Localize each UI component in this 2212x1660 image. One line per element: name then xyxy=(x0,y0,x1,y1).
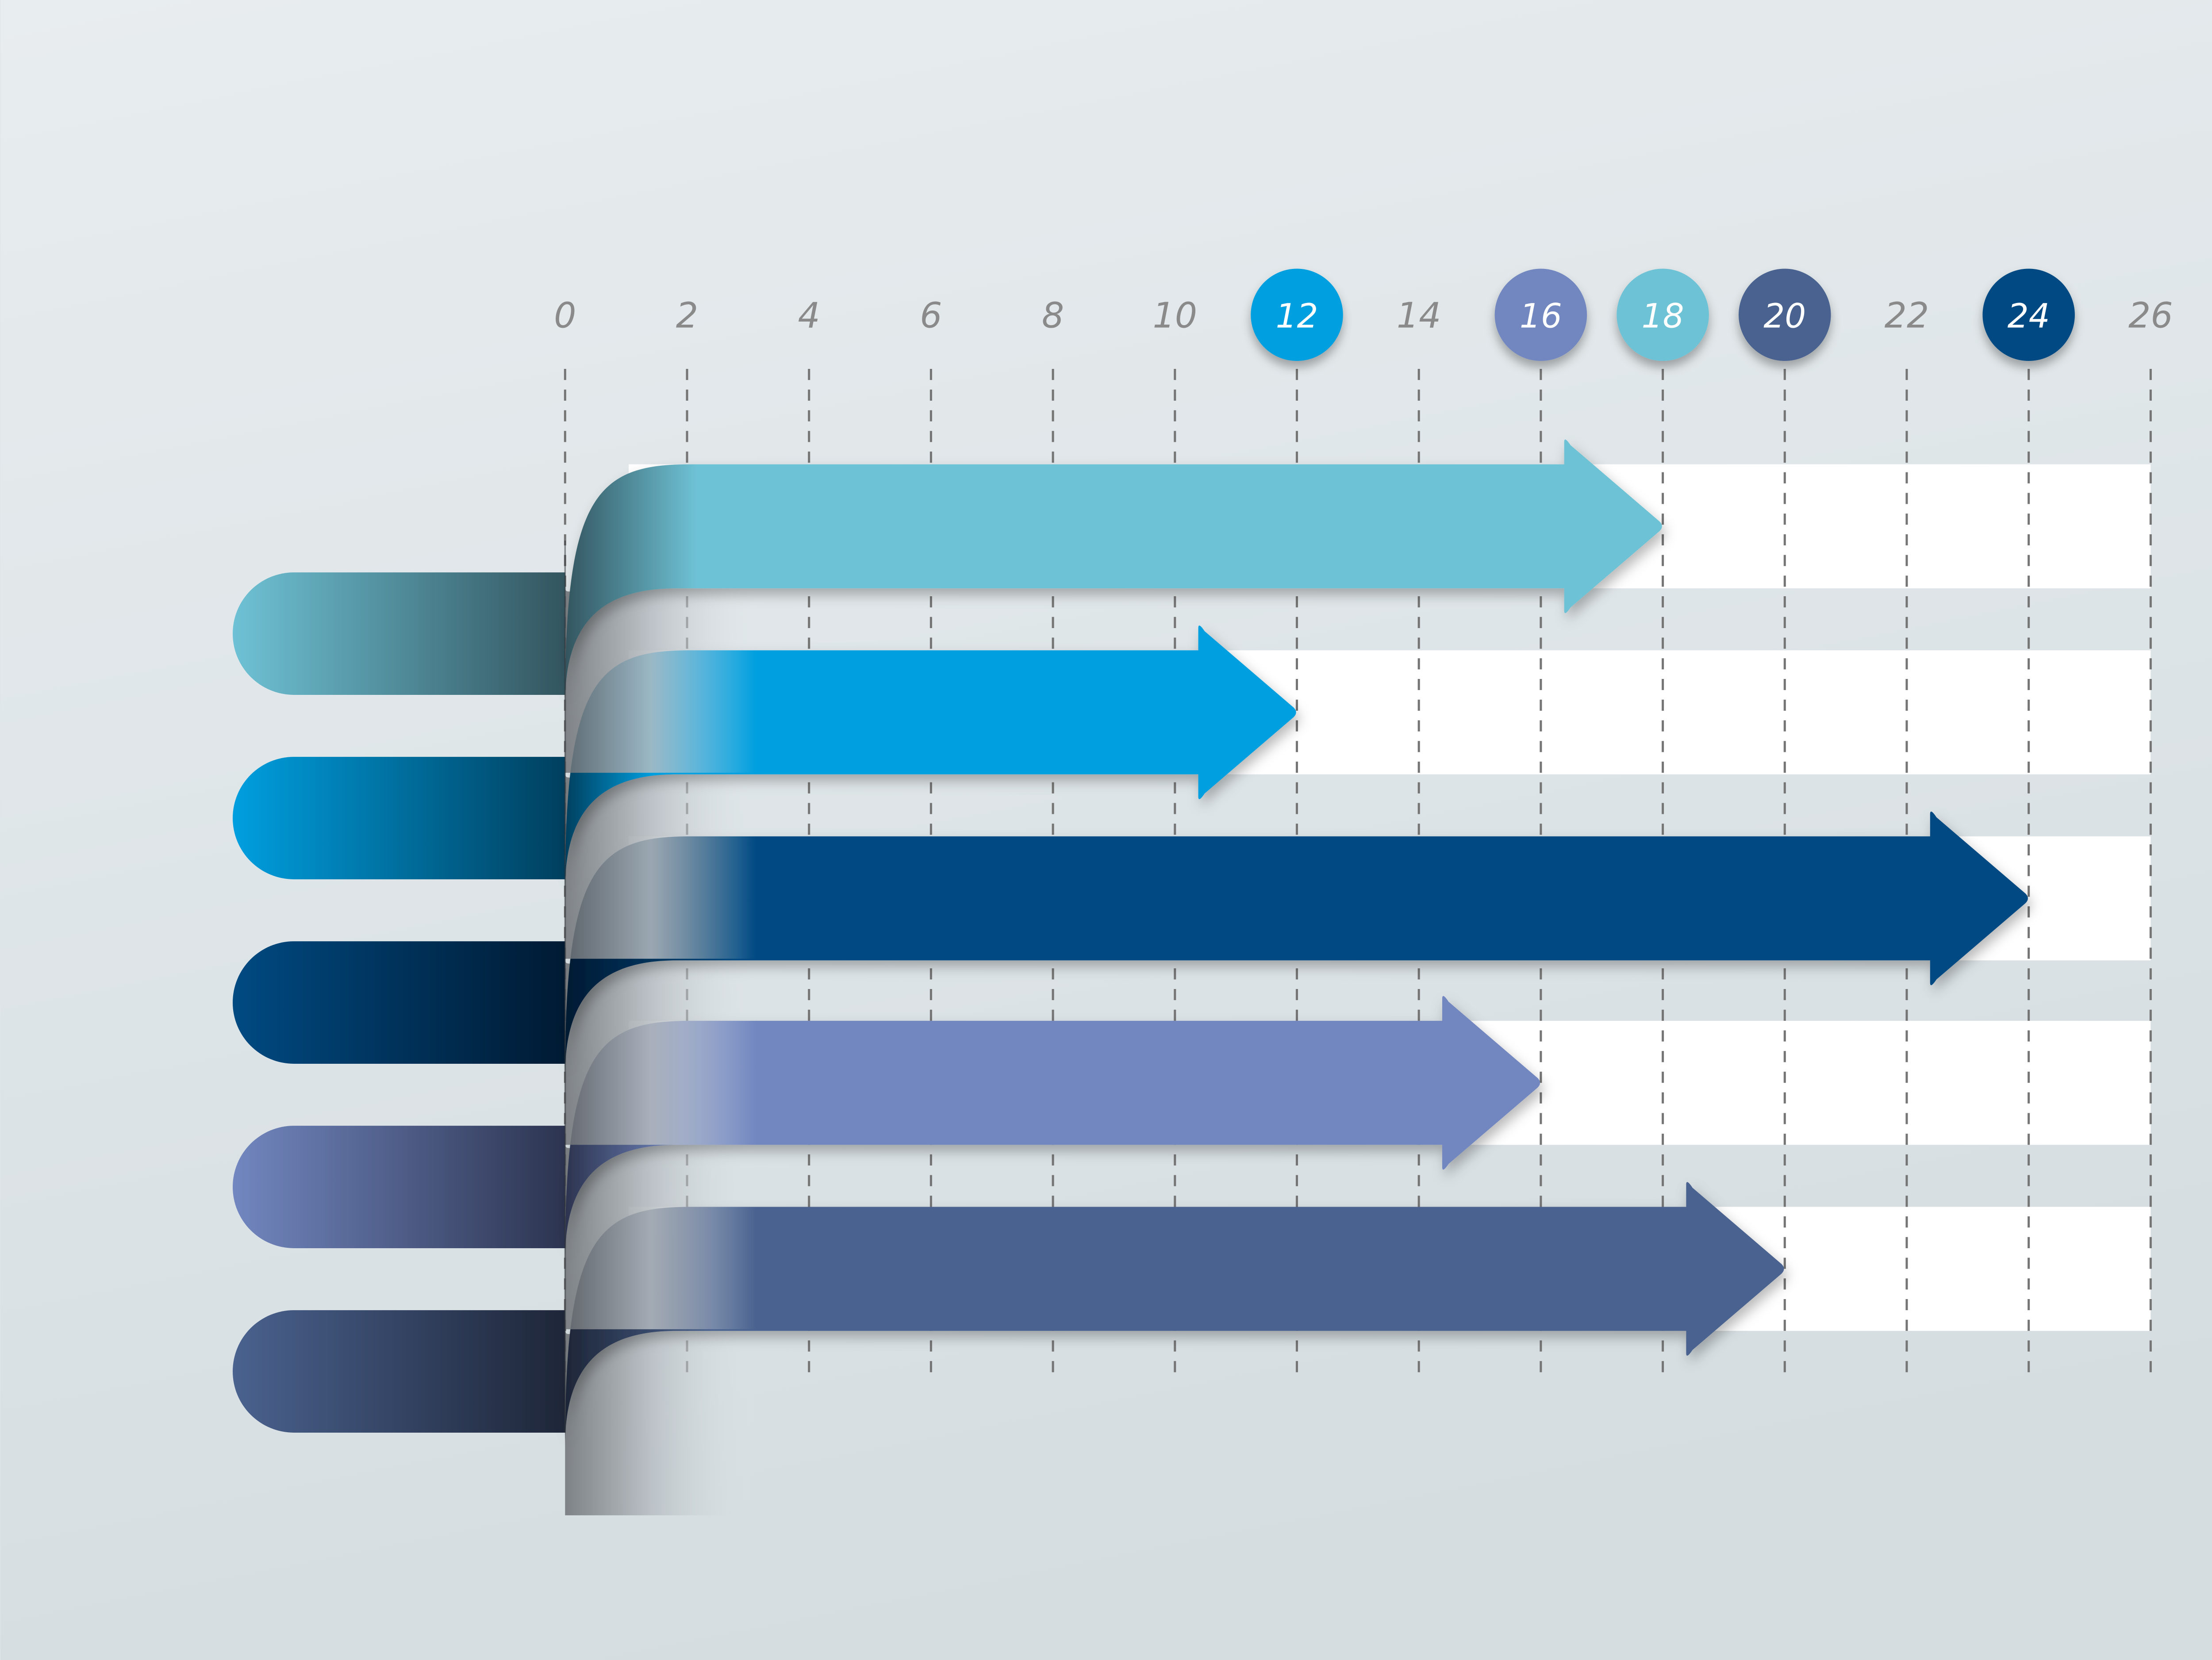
badge-label: 18 xyxy=(1642,297,1684,336)
badge-label: 12 xyxy=(1275,297,1318,336)
value-badge: 20 xyxy=(1739,268,1831,361)
category-tab xyxy=(233,572,565,695)
category-tab xyxy=(233,941,565,1064)
category-tabs xyxy=(233,572,565,1433)
fold-shade xyxy=(565,1330,756,1515)
arrow-bars xyxy=(564,439,2028,1515)
category-tab xyxy=(233,1310,565,1433)
value-badge: 18 xyxy=(1617,268,1709,361)
arrow-shape xyxy=(565,1182,1784,1445)
category-tab xyxy=(233,1126,565,1248)
category-tab xyxy=(233,757,565,879)
value-badge: 12 xyxy=(1251,268,1343,361)
fold-shade xyxy=(565,960,756,1145)
arrow-bar xyxy=(565,1182,1784,1515)
tick-label: 22 xyxy=(1885,295,1929,336)
fold-shade xyxy=(565,588,756,773)
tick-label: 4 xyxy=(798,295,820,336)
tick-label: 14 xyxy=(1397,295,1441,336)
arrow-bar xyxy=(565,439,1662,773)
fold-shade xyxy=(565,774,756,959)
badge-label: 24 xyxy=(2008,297,2050,336)
arrow-shape xyxy=(565,439,1662,703)
arrow-bar xyxy=(565,811,2028,1145)
badge-label: 20 xyxy=(1763,297,1806,336)
value-badges: 12 16 18 20 24 xyxy=(1251,268,2075,361)
tick-label: 2 xyxy=(676,295,698,336)
fold-shade xyxy=(565,1145,756,1330)
badge-label: 16 xyxy=(1520,297,1562,336)
tick-label: 6 xyxy=(920,295,942,336)
value-badge: 16 xyxy=(1494,268,1587,361)
value-badge: 24 xyxy=(1982,268,2075,361)
tick-label: 10 xyxy=(1152,295,1197,336)
tick-label: 26 xyxy=(2128,295,2173,336)
tick-label: 0 xyxy=(554,295,576,336)
arrow-shape xyxy=(565,811,2028,1075)
arrow-shape xyxy=(565,996,1540,1260)
arrow-bar xyxy=(565,996,1540,1330)
tick-label: 8 xyxy=(1042,295,1064,336)
